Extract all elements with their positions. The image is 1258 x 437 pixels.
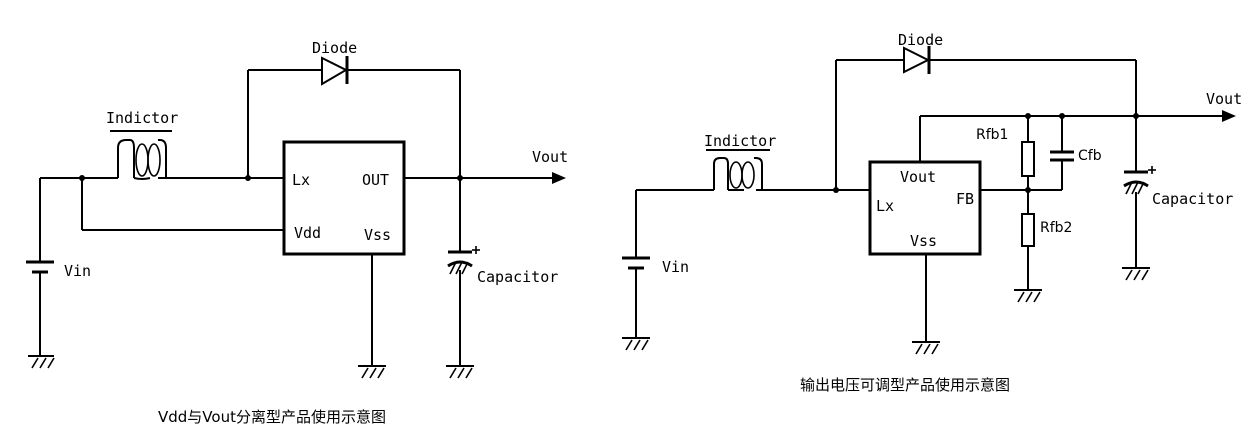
- left-vout-arrow: [552, 172, 566, 184]
- left-inductor-label: Indictor: [106, 109, 178, 127]
- left-capacitor-label: Capacitor: [477, 268, 558, 286]
- right-ground-rfb2: [1014, 289, 1042, 303]
- right-resistor-rfb1: [1021, 141, 1035, 177]
- right-pin-fb: FB: [956, 190, 974, 208]
- right-capacitor-cfb: [1050, 150, 1074, 162]
- right-junction-dot: [1025, 187, 1031, 193]
- left-diode-label: Diode: [312, 39, 357, 57]
- left-vin-battery: [26, 178, 54, 356]
- right-pin-vss: Vss: [910, 232, 937, 250]
- left-ground-vss: [358, 365, 386, 379]
- left-circuit: Diode Indictor Vin Vout Capacitor Lx OUT…: [26, 39, 568, 426]
- right-vout-arrow: [1222, 110, 1236, 122]
- left-ground-cap: [446, 365, 474, 379]
- right-vin-label: Vin: [662, 258, 689, 276]
- right-pin-vout: Vout: [900, 168, 936, 186]
- left-ground-vin: [28, 355, 55, 369]
- right-inductor-label: Indictor: [704, 132, 776, 150]
- right-junction-dot: [1059, 113, 1065, 119]
- left-pin-vdd: Vdd: [294, 224, 321, 242]
- right-cfb-label: Cfb: [1078, 148, 1102, 164]
- left-vin-label: Vin: [64, 262, 91, 280]
- right-pin-lx: Lx: [876, 197, 894, 215]
- right-vout-label: Vout: [1206, 90, 1242, 108]
- right-capacitor: [1123, 166, 1156, 195]
- right-junction-dot: [1133, 113, 1139, 119]
- right-vin-battery: [622, 190, 650, 338]
- right-ic-chip: [868, 160, 982, 256]
- right-ground-vin: [622, 337, 650, 351]
- right-diode: [903, 46, 931, 74]
- right-circuit: Diode Indictor Vin Vout Capacitor Rfb1 R…: [622, 31, 1242, 394]
- left-vout-label: Vout: [532, 148, 568, 166]
- right-capacitor-label: Capacitor: [1152, 190, 1233, 208]
- left-pin-vss: Vss: [364, 226, 391, 244]
- left-pin-out: OUT: [362, 171, 389, 189]
- left-capacitor: [447, 246, 480, 275]
- left-diode: [321, 56, 349, 86]
- right-inductor: [706, 149, 770, 191]
- left-ic-chip: [282, 140, 406, 256]
- right-rfb1-label: Rfb1: [976, 127, 1008, 143]
- left-junction-dot: [79, 175, 85, 181]
- right-diode-label: Diode: [898, 31, 943, 49]
- right-caption: 输出电压可调型产品使用示意图: [800, 376, 1010, 394]
- left-pin-lx: Lx: [292, 171, 310, 189]
- left-caption: Vdd与Vout分离型产品使用示意图: [158, 408, 386, 426]
- left-junction-dot: [457, 175, 463, 181]
- right-ground-cap: [1122, 267, 1150, 281]
- right-resistor-rfb2: [1021, 213, 1035, 247]
- right-junction-dot: [833, 187, 839, 193]
- right-ground-vss: [912, 341, 940, 355]
- left-inductor: [110, 130, 172, 180]
- left-junction-dot: [245, 175, 251, 181]
- right-junction-dot: [1025, 113, 1031, 119]
- right-rfb2-label: Rfb2: [1040, 220, 1072, 236]
